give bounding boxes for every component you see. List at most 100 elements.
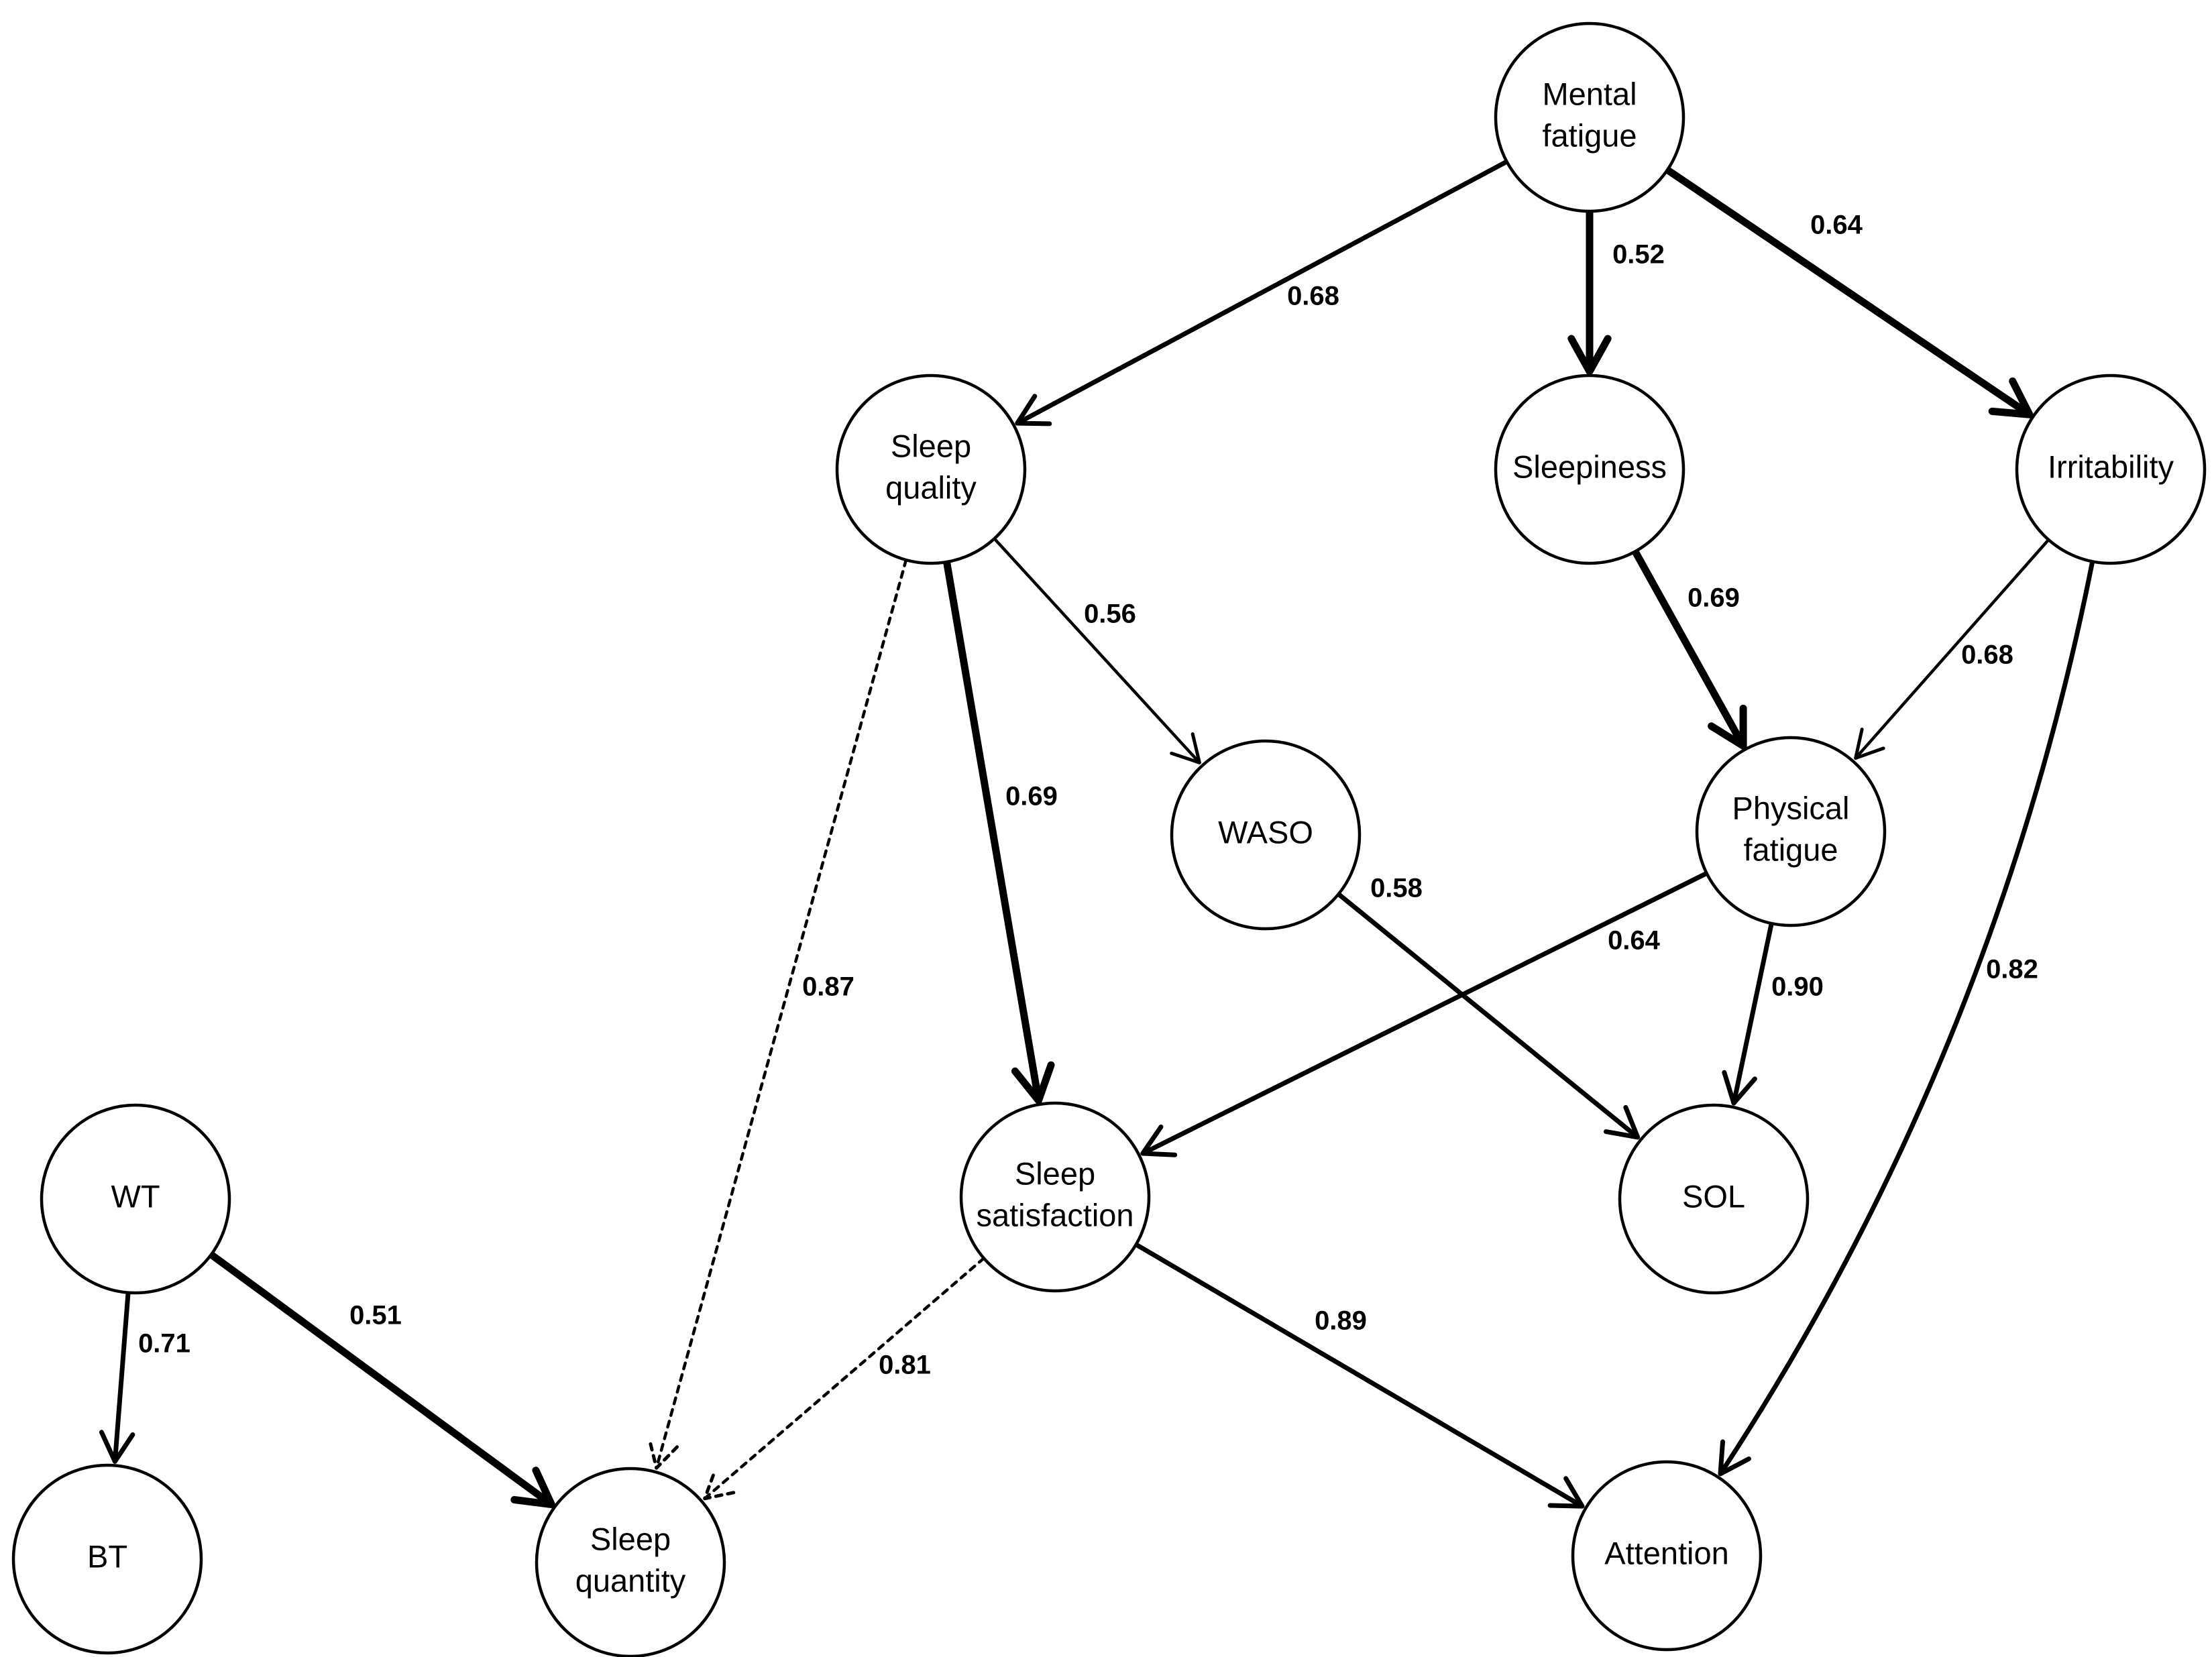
node-label: fatigue (1542, 117, 1637, 153)
edge-line (1133, 1242, 1582, 1507)
node-circle (959, 1101, 1151, 1293)
edge-line (1720, 559, 2095, 1473)
node-label: SOL (1682, 1178, 1745, 1214)
arrowhead-icon (1603, 1104, 1641, 1140)
edge-weight-label: 0.58 (1370, 874, 1423, 903)
edge-irritability-to-physical-fatigue (1854, 538, 2050, 760)
node-label: Irritability (2048, 449, 2174, 484)
edge-weight-label: 0.68 (1961, 640, 2013, 670)
node-sleep-quality: Sleep quality (835, 374, 1027, 565)
arrowhead-icon (1708, 704, 1747, 750)
edge-irritability-to-attention (1718, 559, 2095, 1477)
edge-weight-label: 0.87 (802, 972, 854, 1002)
node-sol: SOL (1618, 1103, 1810, 1295)
edge-sleep-satisfaction-to-sleep-quantity (703, 1257, 986, 1501)
node-label: fatigue (1743, 832, 1838, 867)
node-label: WASO (1218, 814, 1313, 850)
edge-weight-label: 0.64 (1608, 926, 1661, 956)
arrowhead-icon (1988, 377, 2034, 418)
node-circle (535, 1467, 726, 1657)
node-circle (1695, 736, 1887, 927)
edge-weight-label: 0.71 (138, 1329, 190, 1359)
node-sleepiness: Sleepiness (1494, 374, 1685, 565)
edge-mental-fatigue-to-sleep-quality (1015, 159, 1510, 426)
edge-line (1663, 166, 2028, 415)
arrowhead-icon (1015, 394, 1052, 426)
node-circle (1571, 1460, 1763, 1652)
edge-line (993, 537, 1199, 762)
edge-weight-label: 0.52 (1612, 240, 1665, 270)
arrowhead-icon (1547, 1476, 1585, 1509)
node-circle (1494, 374, 1685, 565)
edges-layer (99, 159, 2095, 1509)
edge-weight-label: 0.81 (879, 1351, 931, 1380)
edge-weight-label: 0.82 (1986, 955, 2038, 984)
edge-line (113, 1290, 131, 1460)
node-label: Mental (1542, 76, 1637, 111)
edge-sleep-satisfaction-to-attention (1133, 1242, 1585, 1509)
edge-weight-label: 0.51 (349, 1301, 402, 1330)
edge-sleep-quality-to-waso (993, 537, 1201, 764)
edge-weight-label: 0.69 (1005, 782, 1058, 811)
node-label: quantity (575, 1562, 686, 1598)
arrowhead-icon (1718, 1439, 1751, 1477)
edge-sleep-quality-to-sleep-satisfaction (943, 558, 1055, 1104)
edge-waso-to-sol (1336, 891, 1641, 1140)
arrowhead-icon (1854, 728, 1885, 760)
edge-line (943, 558, 1042, 1098)
arrowhead-icon (1170, 732, 1201, 764)
node-bt: BT (11, 1463, 203, 1655)
edge-wt-to-sleep-quantity (207, 1251, 555, 1509)
node-attention: Attention (1571, 1460, 1763, 1652)
edge-line (1018, 159, 1510, 424)
node-label: Sleep (891, 428, 971, 463)
node-circle (2015, 374, 2207, 565)
edge-weight-label: 0.69 (1688, 583, 1740, 613)
edge-weight-label: 0.68 (1287, 282, 1339, 311)
edge-weight-label: 0.89 (1315, 1306, 1367, 1336)
node-label: Sleepiness (1512, 449, 1667, 484)
edge-physical-fatigue-to-sol (1722, 921, 1774, 1106)
node-circle (11, 1463, 203, 1655)
arrowhead-icon (1011, 1061, 1055, 1104)
edge-sleepiness-to-physical-fatigue (1631, 547, 1747, 750)
edge-wt-to-bt (99, 1290, 135, 1464)
edge-weight-label: 0.64 (1810, 211, 1863, 240)
edge-physical-fatigue-to-sleep-satisfaction (1140, 870, 1710, 1157)
arrowhead-icon (1567, 335, 1612, 376)
node-label: Attention (1604, 1535, 1729, 1570)
edge-labels-layer: 0.68 0.52 0.64 0.56 0.69 0.87 0.69 0.68 0.82 0.64… (138, 211, 2038, 1380)
edge-line (655, 558, 908, 1467)
node-label: Sleep (590, 1521, 671, 1556)
node-circle (1618, 1103, 1810, 1295)
node-circle (1170, 739, 1362, 931)
arrowhead-icon (647, 1437, 679, 1470)
arrowhead-icon (99, 1430, 135, 1464)
edge-sleep-quality-to-sleep-quantity (647, 558, 908, 1470)
edge-line (1144, 870, 1710, 1154)
node-irritability: Irritability (2015, 374, 2207, 565)
node-waso: WASO (1170, 739, 1362, 931)
node-sleep-quantity: Sleep quantity (535, 1467, 726, 1657)
edge-weight-label: 0.56 (1084, 599, 1136, 629)
node-circle (835, 374, 1027, 565)
arrowhead-icon (1722, 1070, 1757, 1106)
edge-line (1336, 891, 1637, 1137)
edge-weight-label: 0.90 (1771, 972, 1824, 1002)
edge-line (207, 1251, 550, 1505)
node-circle (40, 1103, 231, 1295)
node-mental-fatigue: Mental fatigue (1494, 21, 1685, 213)
node-wt: WT (40, 1103, 231, 1295)
edge-line (705, 1257, 986, 1499)
node-label: BT (87, 1538, 127, 1574)
edge-line (1631, 547, 1744, 744)
node-label: WT (111, 1178, 160, 1214)
node-label: quality (885, 469, 977, 505)
node-label: satisfaction (976, 1197, 1133, 1233)
arrowhead-icon (1140, 1125, 1178, 1157)
edge-line (1856, 538, 2050, 758)
